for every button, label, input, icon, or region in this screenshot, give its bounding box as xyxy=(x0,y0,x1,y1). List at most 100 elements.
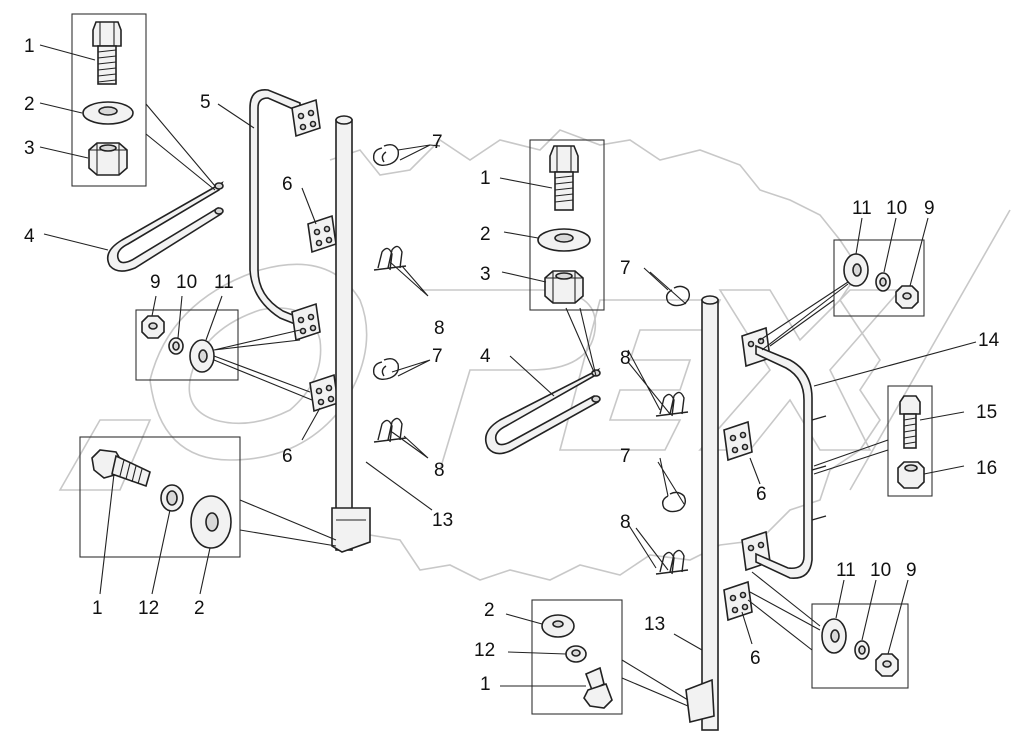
label-2-bottom-left: 2 xyxy=(194,598,205,619)
label-13-right: 13 xyxy=(644,614,665,635)
label-1-center: 1 xyxy=(480,168,491,189)
label-6-right-mid: 6 xyxy=(756,484,767,505)
washer-2-center xyxy=(537,228,591,252)
leader-left-hardware xyxy=(145,103,216,191)
u-bolt-4-center xyxy=(484,367,601,455)
leader-right-box xyxy=(813,439,889,475)
washer-11-lower-right xyxy=(821,618,847,654)
label-9-lower-right: 9 xyxy=(906,560,917,581)
label-6-left-bottom: 6 xyxy=(282,446,293,467)
nut-9-left xyxy=(141,315,165,339)
leader-bottom-left-box xyxy=(239,499,337,547)
hardware-box-upper-right xyxy=(833,239,925,317)
label-11-upper-right: 11 xyxy=(852,198,872,219)
leader-upper-right-box xyxy=(759,281,849,351)
clamp-plate-6-left-b xyxy=(307,214,337,254)
label-7-right-top: 7 xyxy=(620,258,631,279)
nut-16 xyxy=(897,461,925,489)
nut-9-lower-right xyxy=(875,653,899,677)
label-8-left-b: 8 xyxy=(434,460,445,481)
tine-8-left-a xyxy=(373,245,407,271)
bolt-15 xyxy=(899,395,921,449)
handle-14-right xyxy=(755,344,827,579)
label-2-bottom-center: 2 xyxy=(484,600,495,621)
washer-2-bottom-center xyxy=(541,614,575,638)
label-10-left: 10 xyxy=(176,272,197,293)
label-3-top-left: 3 xyxy=(24,138,35,159)
tine-8-right-a xyxy=(655,391,689,417)
hardware-box-bottom-center xyxy=(531,599,623,715)
clamp-plate-6-right-a xyxy=(723,420,753,462)
clamp-plate-6-left-c xyxy=(291,302,321,342)
leader-center-box xyxy=(565,307,597,377)
post-13-right xyxy=(685,295,719,731)
tine-7-left-top xyxy=(372,143,400,167)
bolt-1-top-left xyxy=(92,21,122,85)
leader-left-mid-box xyxy=(213,329,313,401)
post-13-left xyxy=(331,115,371,553)
hardware-box-top-left xyxy=(71,13,147,187)
tine-7-right-mid xyxy=(661,491,687,513)
nut-3-center xyxy=(544,270,584,304)
spring-washer-10-left xyxy=(168,337,184,355)
leader-lower-right-box xyxy=(747,571,821,651)
washer-2-bottom-left xyxy=(190,495,232,549)
washer-11-left xyxy=(189,339,215,373)
label-16: 16 xyxy=(976,458,997,479)
label-9-upper-right: 9 xyxy=(924,198,935,219)
clamp-plate-6-right-b xyxy=(723,580,753,622)
label-14: 14 xyxy=(978,330,1000,351)
label-10-upper-right: 10 xyxy=(886,198,907,219)
washer-2-top-left xyxy=(82,101,134,125)
hardware-box-right xyxy=(887,385,933,497)
spring-washer-12-bottom-center xyxy=(565,645,587,663)
label-5: 5 xyxy=(200,92,211,113)
hardware-box-left-mid xyxy=(135,309,239,381)
label-6-right-bottom: 6 xyxy=(750,648,761,669)
tine-8-right-b xyxy=(655,549,689,575)
label-8-right-a: 8 xyxy=(620,348,631,369)
label-1-bottom-center: 1 xyxy=(480,674,491,695)
label-10-lower-right: 10 xyxy=(870,560,891,581)
label-4-center: 4 xyxy=(480,346,491,367)
spring-washer-12-bottom-left xyxy=(160,484,184,512)
leader-bottom-center-box xyxy=(621,659,689,707)
clamp-plate-6-left-a xyxy=(291,98,321,138)
label-11-left: 11 xyxy=(214,272,234,293)
label-1-top-left: 1 xyxy=(24,36,35,57)
leaders-left xyxy=(39,44,433,595)
bolt-1-bottom-left xyxy=(91,449,151,488)
nut-9-upper-right xyxy=(895,285,919,309)
bolt-1-bottom-center xyxy=(583,666,613,709)
label-15: 15 xyxy=(976,402,997,423)
label-12-bottom-left: 12 xyxy=(138,598,159,619)
tine-7-left-mid xyxy=(372,357,400,381)
handle-5-left xyxy=(249,89,301,328)
label-1-bottom-left: 1 xyxy=(92,598,103,619)
label-7-left-mid: 7 xyxy=(432,346,443,367)
spring-washer-10-lower-right xyxy=(854,640,870,660)
label-7-left-top: 7 xyxy=(432,132,443,153)
u-bolt-4-left xyxy=(106,181,224,272)
label-4-left: 4 xyxy=(24,226,35,247)
label-13-left: 13 xyxy=(432,510,453,531)
leaders-right xyxy=(429,144,977,687)
tine-7-right-top xyxy=(665,285,691,307)
label-6-left-top: 6 xyxy=(282,174,293,195)
label-2-center: 2 xyxy=(480,224,491,245)
label-9-left: 9 xyxy=(150,272,161,293)
label-12-bottom-center: 12 xyxy=(474,640,495,661)
hardware-box-lower-right xyxy=(811,603,909,689)
nut-3-top-left xyxy=(88,142,128,176)
label-7-right-mid: 7 xyxy=(620,446,631,467)
label-3-center: 3 xyxy=(480,264,491,285)
bolt-1-center xyxy=(549,145,579,211)
label-2-top-left: 2 xyxy=(24,94,35,115)
label-11-lower-right: 11 xyxy=(836,560,856,581)
washer-11-upper-right xyxy=(843,253,869,287)
spring-washer-10-upper-right xyxy=(875,272,891,292)
callout-labels: 1 2 3 4 5 6 6 7 7 8 8 9 10 11 13 1 12 2 … xyxy=(24,36,1000,695)
label-8-right-b: 8 xyxy=(620,512,631,533)
